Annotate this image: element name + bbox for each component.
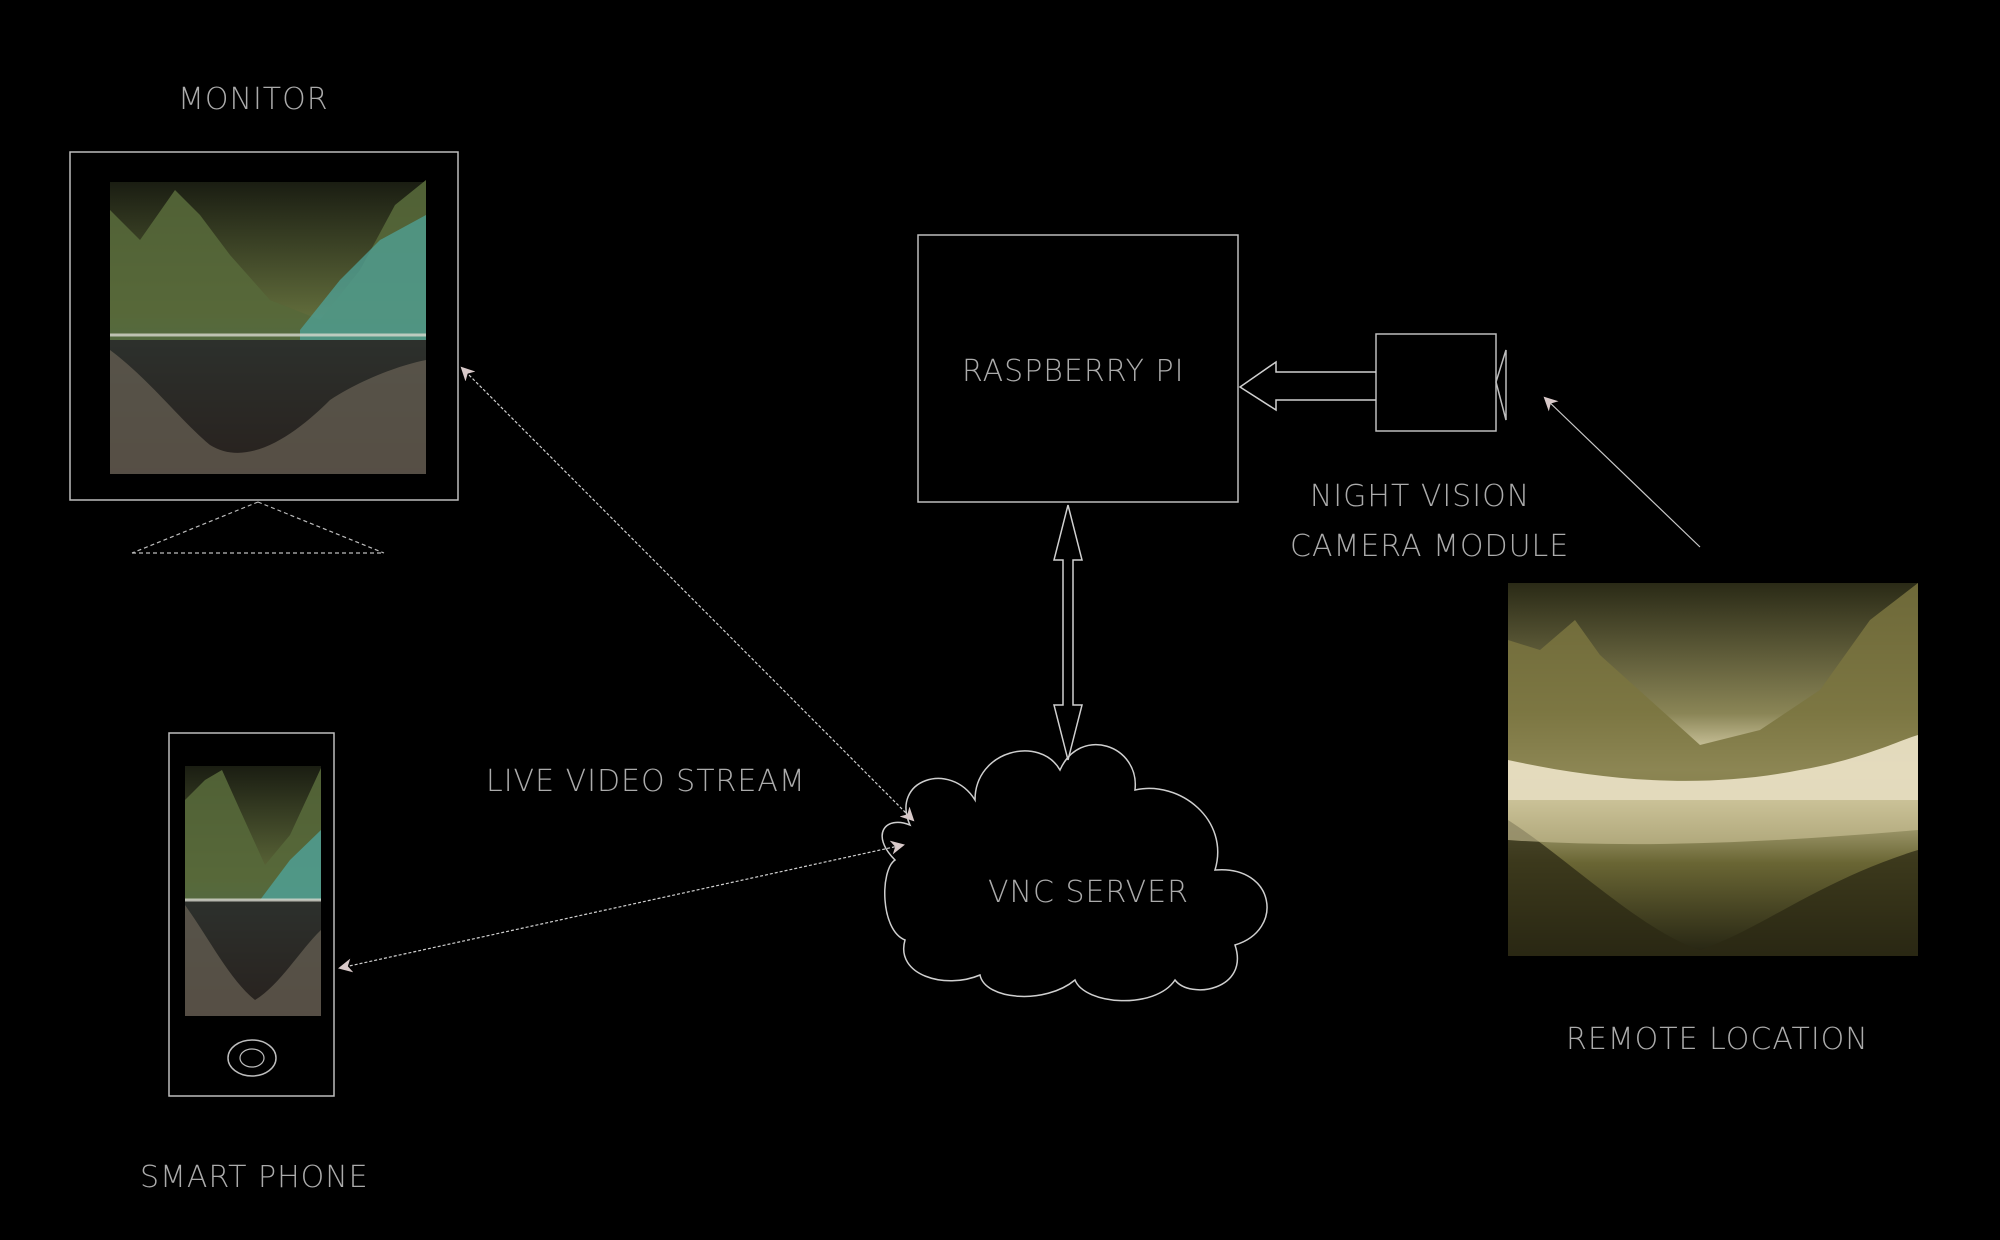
monitor-label: MONITOR	[178, 82, 329, 117]
monitor-screen-image	[110, 180, 426, 474]
smart-phone-label: SMART PHONE	[140, 1160, 369, 1195]
remote-to-camera-arrow	[1543, 396, 1701, 548]
live-video-stream-label: LIVE VIDEO STREAM	[486, 764, 806, 799]
monitor-frame	[69, 151, 459, 501]
monitor	[69, 151, 459, 554]
camera-module-label: NIGHT VISION CAMERA MODULE	[1290, 472, 1570, 572]
camera-module	[1375, 333, 1507, 432]
phone-screen-image	[185, 766, 321, 1016]
vnc-server-cloud	[881, 743, 1268, 1002]
pi-vnc-double-arrow	[1053, 504, 1083, 761]
vnc-server-label: VNC SERVER	[988, 875, 1189, 910]
phone-vnc-arrow	[338, 840, 905, 973]
monitor-stand	[131, 501, 385, 554]
camera-to-pi-arrow	[1238, 360, 1376, 412]
camera-module-label-line1: NIGHT VISION	[1309, 479, 1531, 514]
raspberry-pi-box	[917, 234, 1239, 503]
monitor-vnc-arrow	[460, 366, 915, 822]
remote-location-label: REMOTE LOCATION	[1566, 1022, 1869, 1057]
smart-phone	[168, 732, 335, 1097]
phone-home-button-icon	[227, 1039, 277, 1077]
remote-location-image	[1508, 583, 1918, 956]
phone-frame	[168, 732, 335, 1097]
raspberry-pi-label: RASPBERRY PI	[962, 354, 1185, 389]
camera-lens-icon	[1495, 349, 1507, 421]
camera-module-label-line2: CAMERA MODULE	[1290, 529, 1570, 564]
camera-body	[1375, 333, 1497, 432]
